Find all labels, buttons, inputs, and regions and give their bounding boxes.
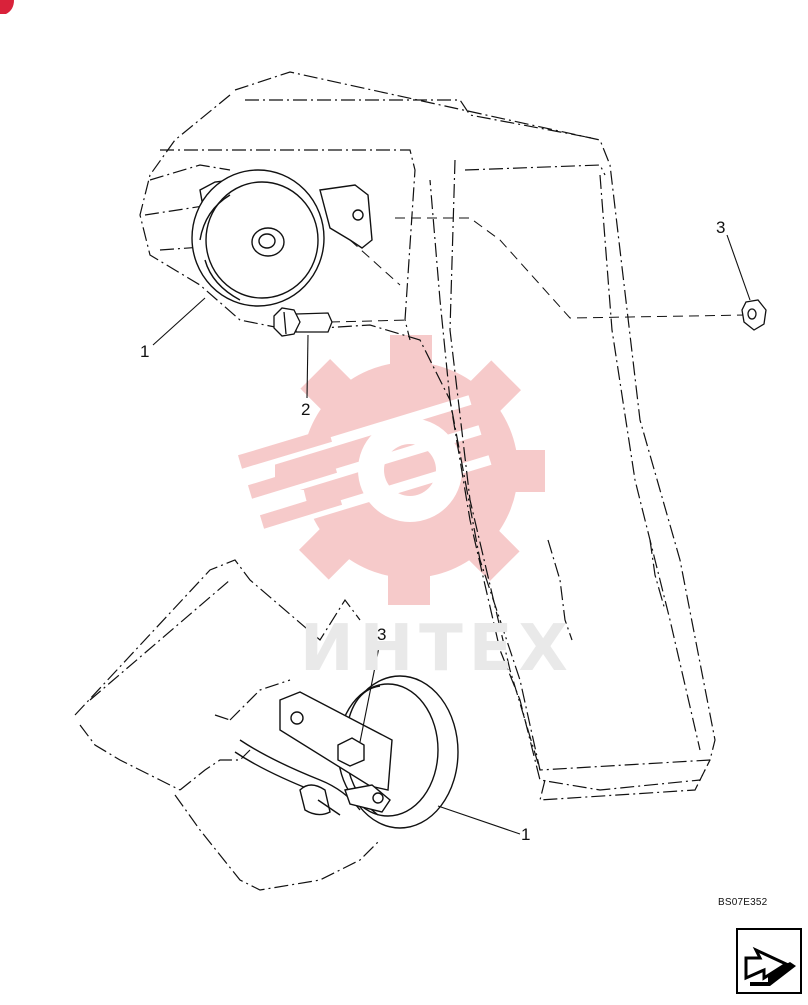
corner-badge-icon — [0, 0, 14, 14]
watermark-text: ИНТЕХ — [300, 612, 574, 686]
horn-top — [191, 169, 373, 307]
callout-1-bottom: 1 — [521, 825, 530, 844]
callout-3-bottom: 3 — [377, 625, 386, 644]
drawing-code: BS07E352 — [718, 897, 768, 908]
horn-bottom — [234, 675, 459, 829]
callout-2: 2 — [301, 400, 310, 419]
assembly-lines — [329, 217, 749, 323]
next-page-button[interactable] — [736, 928, 802, 994]
leader-lines — [152, 234, 751, 835]
watermark-gear-icon — [237, 335, 545, 605]
callout-3-top: 3 — [716, 218, 725, 237]
frame-outline — [139, 71, 716, 801]
bolt — [273, 307, 333, 337]
flange-nut — [741, 299, 767, 331]
callout-1-top: 1 — [140, 342, 149, 361]
lower-frame-outline — [74, 559, 381, 891]
arrow-icon — [744, 946, 796, 986]
